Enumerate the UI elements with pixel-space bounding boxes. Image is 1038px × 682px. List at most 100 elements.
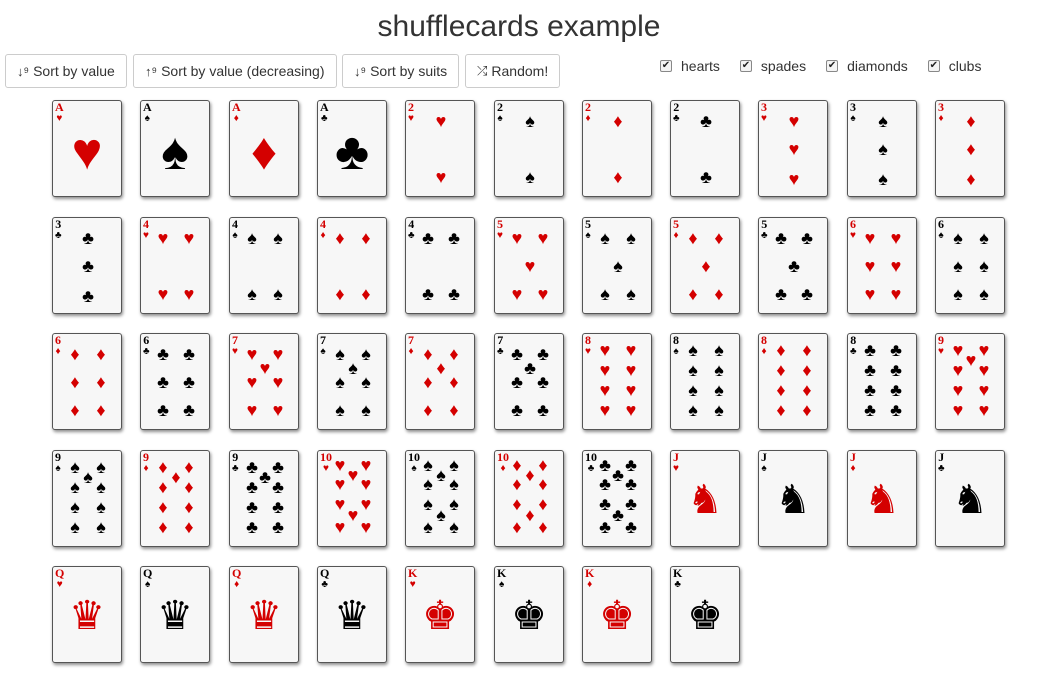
card-7-hearts[interactable]: 7♥♥♥♥♥♥♥♥ bbox=[229, 333, 299, 430]
card-j-clubs[interactable]: J♣♞ bbox=[935, 450, 1005, 547]
spades-checkbox[interactable]: ✔ bbox=[739, 60, 752, 72]
card-6-spades[interactable]: 6♠♠♠♠♠♠♠ bbox=[935, 217, 1005, 314]
clubs-checkbox[interactable]: ✔ bbox=[927, 60, 940, 72]
sort-by-value-decreasing-button[interactable]: ↑⁹ Sort by value (decreasing) bbox=[133, 54, 337, 88]
hearts-icon: ♥ bbox=[864, 228, 876, 248]
card-8-clubs[interactable]: 8♣♣♣♣♣♣♣♣♣ bbox=[847, 333, 917, 430]
spades-icon: ♠ bbox=[525, 167, 535, 187]
card-8-spades[interactable]: 8♠♠♠♠♠♠♠♠♠ bbox=[670, 333, 740, 430]
clubs-icon: ♣ bbox=[511, 400, 523, 420]
card-10-diamonds[interactable]: 10♦♦♦♦♦♦♦♦♦♦♦ bbox=[494, 450, 564, 547]
card-rank: 3 bbox=[850, 100, 856, 114]
card-corner: 10♣ bbox=[585, 451, 597, 474]
hearts-icon: ♥ bbox=[890, 256, 902, 276]
card-2-spades[interactable]: 2♠♠♠ bbox=[494, 100, 564, 197]
card-2-diamonds[interactable]: 2♦♦♦ bbox=[582, 100, 652, 197]
hearts-icon: ♥ bbox=[599, 400, 611, 420]
card-4-diamonds[interactable]: 4♦♦♦♦♦ bbox=[317, 217, 387, 314]
diamonds-icon: ♦ bbox=[776, 340, 786, 360]
filter-diamonds[interactable]: ✔ diamonds bbox=[826, 58, 908, 74]
card-j-spades[interactable]: J♠♞ bbox=[758, 450, 828, 547]
filter-hearts[interactable]: ✔ hearts bbox=[660, 58, 720, 74]
spades-icon: ♠ bbox=[850, 113, 856, 124]
card-7-spades[interactable]: 7♠♠♠♠♠♠♠♠ bbox=[317, 333, 387, 430]
card-2-hearts[interactable]: 2♥♥♥ bbox=[405, 100, 475, 197]
diamonds-icon: ♦ bbox=[538, 494, 548, 514]
card-rank: 6 bbox=[55, 333, 61, 347]
card-q-diamonds[interactable]: Q♦♛ bbox=[229, 566, 299, 663]
card-q-spades[interactable]: Q♠♛ bbox=[140, 566, 210, 663]
diamonds-icon: ♦ bbox=[850, 463, 856, 474]
card-corner: 4♠ bbox=[232, 218, 238, 241]
clubs-icon: ♣ bbox=[157, 400, 169, 420]
random-button[interactable]: ⤮ Random! bbox=[465, 54, 561, 88]
card-a-hearts[interactable]: A♥♥ bbox=[52, 100, 122, 197]
card-6-hearts[interactable]: 6♥♥♥♥♥♥♥ bbox=[847, 217, 917, 314]
diamonds-icon: ♦ bbox=[143, 463, 149, 474]
card-9-clubs[interactable]: 9♣♣♣♣♣♣♣♣♣♣ bbox=[229, 450, 299, 547]
card-7-diamonds[interactable]: 7♦♦♦♦♦♦♦♦ bbox=[405, 333, 475, 430]
card-9-spades[interactable]: 9♠♠♠♠♠♠♠♠♠♠ bbox=[52, 450, 122, 547]
sort-by-suits-button[interactable]: ↓⁹ Sort by suits bbox=[342, 54, 460, 88]
sort-by-value-button[interactable]: ↓⁹ Sort by value bbox=[5, 54, 127, 88]
card-4-spades[interactable]: 4♠♠♠♠♠ bbox=[229, 217, 299, 314]
card-k-spades[interactable]: K♠♚ bbox=[494, 566, 564, 663]
card-rank: 8 bbox=[585, 333, 591, 347]
clubs-icon: ♣ bbox=[673, 113, 680, 124]
spades-icon: ♠ bbox=[70, 457, 80, 477]
spades-icon: ♠ bbox=[761, 463, 767, 474]
clubs-icon: ♣ bbox=[700, 167, 712, 187]
clubs-icon: ♣ bbox=[864, 380, 876, 400]
card-3-spades[interactable]: 3♠♠♠♠ bbox=[847, 100, 917, 197]
card-6-diamonds[interactable]: 6♦♦♦♦♦♦♦ bbox=[52, 333, 122, 430]
card-4-clubs[interactable]: 4♣♣♣♣♣ bbox=[405, 217, 475, 314]
filter-clubs[interactable]: ✔ clubs bbox=[927, 58, 981, 74]
card-9-hearts[interactable]: 9♥♥♥♥♥♥♥♥♥♥ bbox=[935, 333, 1005, 430]
hearts-icon: ♥ bbox=[511, 228, 523, 248]
random-label: Random! bbox=[491, 63, 549, 79]
spades-icon: ♠ bbox=[714, 340, 724, 360]
card-3-diamonds[interactable]: 3♦♦♦♦ bbox=[935, 100, 1005, 197]
card-a-spades[interactable]: A♠♠ bbox=[140, 100, 210, 197]
card-rank: 2 bbox=[408, 100, 414, 114]
spades-icon: ♠ bbox=[55, 463, 61, 474]
diamonds-checkbox[interactable]: ✔ bbox=[826, 60, 839, 72]
card-corner: 2♥ bbox=[408, 100, 414, 124]
card-a-diamonds[interactable]: A♦♦ bbox=[229, 100, 299, 197]
card-10-spades[interactable]: 10♠♠♠♠♠♠♠♠♠♠♠ bbox=[405, 450, 475, 547]
spades-icon: ♠ bbox=[714, 400, 724, 420]
card-q-clubs[interactable]: Q♣♛ bbox=[317, 566, 387, 663]
card-6-clubs[interactable]: 6♣♣♣♣♣♣♣ bbox=[140, 333, 210, 430]
card-9-diamonds[interactable]: 9♦♦♦♦♦♦♦♦♦♦ bbox=[140, 450, 210, 547]
spades-icon: ♠ bbox=[499, 579, 505, 590]
card-5-diamonds[interactable]: 5♦♦♦♦♦♦ bbox=[670, 217, 740, 314]
card-rank: 9 bbox=[938, 333, 944, 347]
card-8-diamonds[interactable]: 8♦♦♦♦♦♦♦♦♦ bbox=[758, 333, 828, 430]
hearts-icon: ♥ bbox=[409, 579, 416, 590]
hearts-checkbox[interactable]: ✔ bbox=[660, 60, 672, 72]
card-a-clubs[interactable]: A♣♣ bbox=[317, 100, 387, 197]
filter-spades[interactable]: ✔ spades bbox=[739, 58, 806, 74]
card-rank: 2 bbox=[497, 100, 503, 114]
card-k-clubs[interactable]: K♣♚ bbox=[670, 566, 740, 663]
card-j-hearts[interactable]: J♥♞ bbox=[670, 450, 740, 547]
card-3-clubs[interactable]: 3♣♣♣♣ bbox=[52, 217, 122, 314]
card-8-hearts[interactable]: 8♥♥♥♥♥♥♥♥♥ bbox=[582, 333, 652, 430]
hearts-icon: ♥ bbox=[246, 372, 258, 392]
card-j-diamonds[interactable]: J♦♞ bbox=[847, 450, 917, 547]
card-5-hearts[interactable]: 5♥♥♥♥♥♥ bbox=[494, 217, 564, 314]
card-4-hearts[interactable]: 4♥♥♥♥♥ bbox=[140, 217, 210, 314]
card-5-spades[interactable]: 5♠♠♠♠♠♠ bbox=[582, 217, 652, 314]
card-corner: 7♣ bbox=[497, 334, 504, 357]
card-10-clubs[interactable]: 10♣♣♣♣♣♣♣♣♣♣♣ bbox=[582, 450, 652, 547]
card-k-diamonds[interactable]: K♦♚ bbox=[582, 566, 652, 663]
king-crown-icon: ♚ bbox=[687, 593, 723, 639]
card-k-hearts[interactable]: K♥♚ bbox=[405, 566, 475, 663]
card-q-hearts[interactable]: Q♥♛ bbox=[52, 566, 122, 663]
card-2-clubs[interactable]: 2♣♣♣ bbox=[670, 100, 740, 197]
hearts-icon: ♥ bbox=[965, 350, 977, 370]
card-3-hearts[interactable]: 3♥♥♥♥ bbox=[758, 100, 828, 197]
card-5-clubs[interactable]: 5♣♣♣♣♣♣ bbox=[758, 217, 828, 314]
card-10-hearts[interactable]: 10♥♥♥♥♥♥♥♥♥♥♥ bbox=[317, 450, 387, 547]
card-7-clubs[interactable]: 7♣♣♣♣♣♣♣♣ bbox=[494, 333, 564, 430]
